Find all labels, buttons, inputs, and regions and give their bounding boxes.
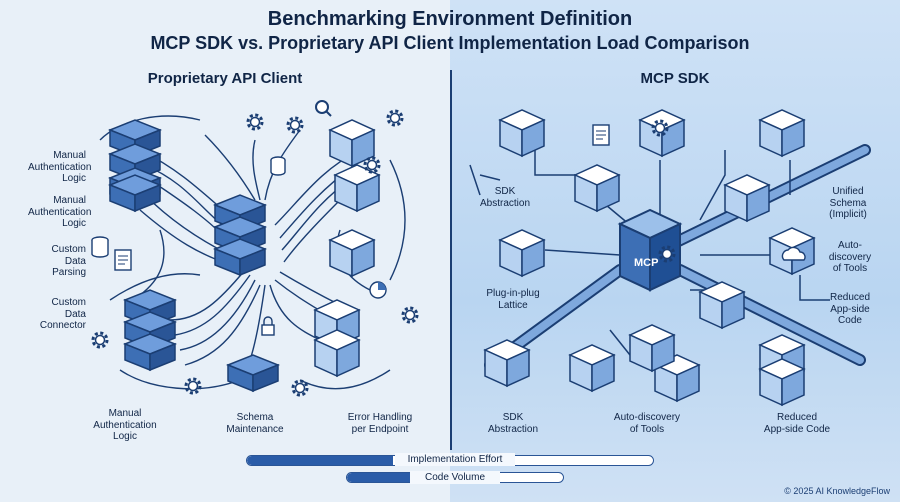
database-icon [270, 156, 286, 176]
mcp-hub: MCP [617, 208, 683, 292]
code-volume-label: Code Volume [410, 471, 500, 484]
mcp-hub-label: MCP [634, 257, 658, 269]
copyright-notice: © 2025 AI KnowledgeFlow [784, 486, 890, 496]
mcp-module-bottomleft [484, 339, 530, 387]
left-database-block [314, 299, 360, 377]
right-panel-heading: MCP SDK [640, 70, 710, 87]
gear-icon [386, 109, 404, 127]
code-volume-fill [347, 473, 434, 482]
mcp-module-topcenter [639, 109, 685, 157]
implementation-effort-label: Implementation Effort [395, 453, 515, 466]
search-icon [315, 100, 332, 117]
pie-chart-icon [369, 281, 387, 299]
left-server-stack-bottom [124, 289, 176, 371]
panel-divider [450, 70, 452, 450]
cloud-icon [781, 246, 806, 261]
page-title: Benchmarking Environment Definition [267, 8, 633, 30]
document-icon [592, 124, 610, 146]
gear-icon [401, 306, 419, 324]
gear-icon [246, 113, 264, 131]
document-icon [114, 249, 132, 271]
database-icon [91, 236, 109, 258]
left-doc-module [329, 229, 375, 277]
gear-icon [184, 377, 202, 395]
mcp-module-topleft [499, 109, 545, 157]
page-subtitle: MCP SDK vs. Proprietary API Client Imple… [150, 33, 750, 53]
mcp-module-topright [759, 109, 805, 157]
gear-icon [291, 379, 309, 397]
gear-icon [286, 116, 304, 134]
mcp-module-bottomcenter [569, 344, 615, 392]
lock-icon [261, 316, 275, 336]
mcp-module-midleft [499, 229, 545, 277]
gear-icon [91, 331, 109, 349]
left-central-hub [214, 194, 266, 276]
mcp-module-bottomright [759, 334, 805, 406]
mcp-module-smallcenter [629, 324, 675, 372]
mcp-module-left [574, 164, 620, 212]
mcp-module-right [724, 174, 770, 222]
implementation-effort-fill [247, 456, 394, 465]
left-panel-heading: Proprietary API Client [147, 70, 303, 87]
left-module-right [334, 164, 380, 212]
mcp-module-lower-right [699, 281, 745, 329]
left-small-stack [227, 354, 279, 392]
